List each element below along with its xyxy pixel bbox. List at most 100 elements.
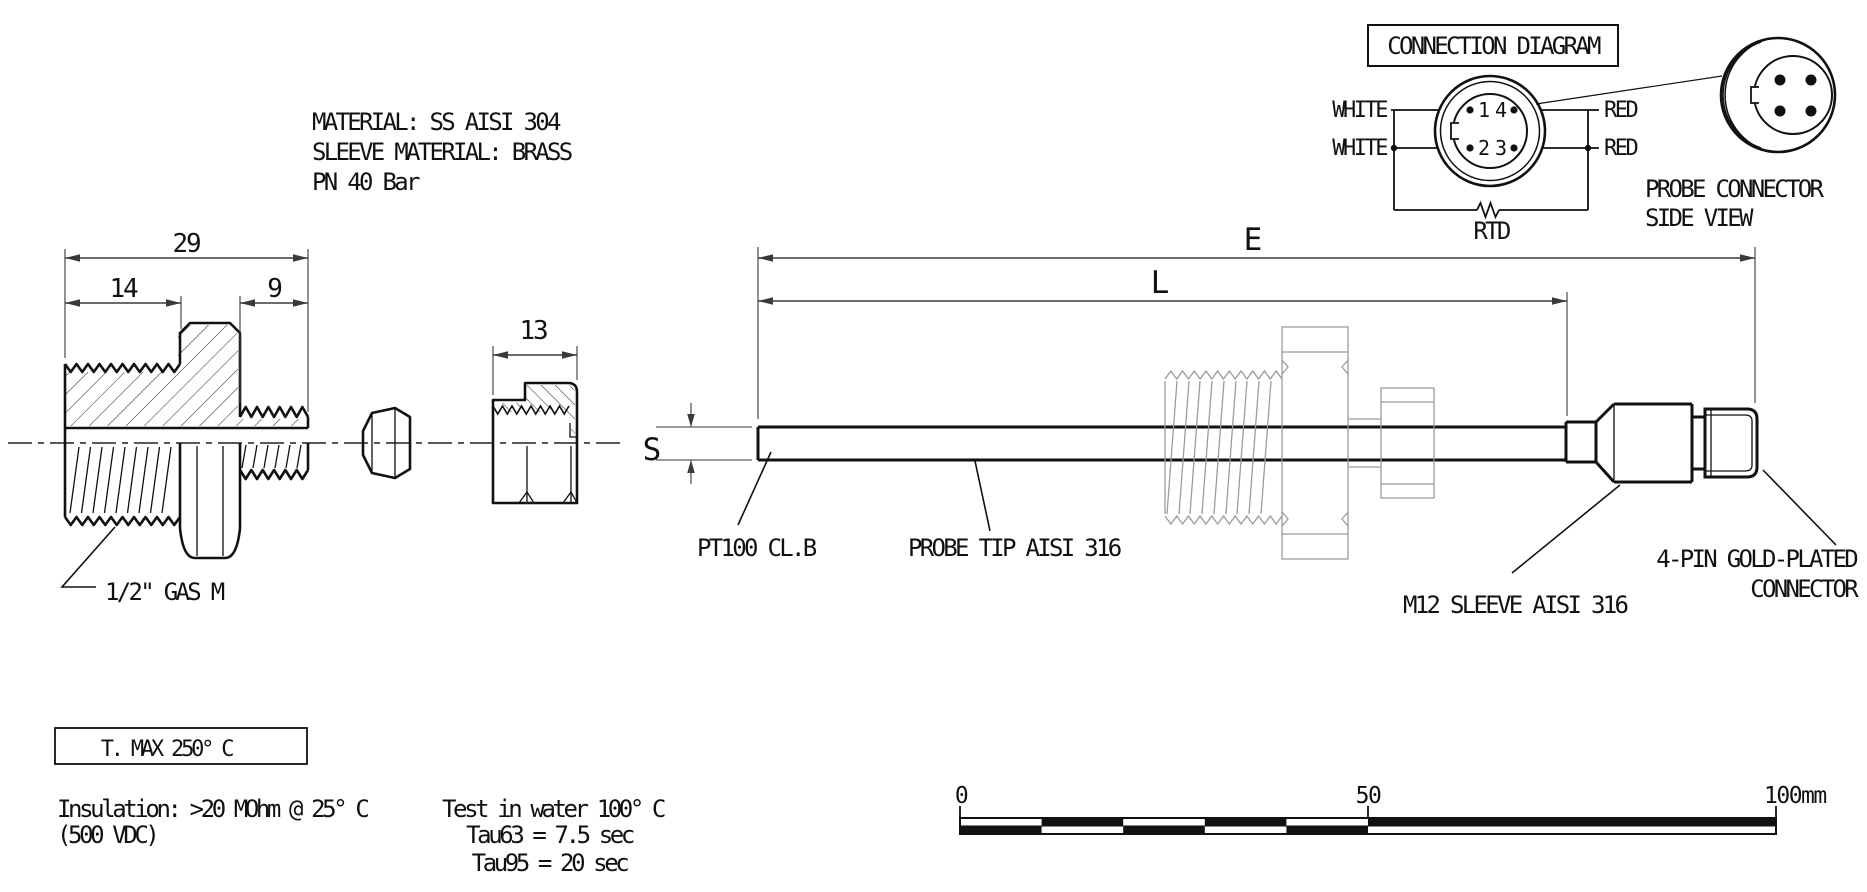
fitting-hex-bottom — [178, 443, 242, 560]
dim-S-lines — [656, 403, 752, 484]
ghost-hex-large — [1281, 326, 1349, 560]
material-note-line1: MATERIAL: SS AISI 304 — [312, 108, 561, 136]
pin-number-3: 3 — [1495, 136, 1507, 160]
sleeve-fill — [1614, 404, 1692, 482]
ferrule-outline — [361, 406, 412, 480]
stud-thread-flanks — [241, 444, 302, 469]
arrowhead — [293, 299, 308, 307]
scale-segment — [1041, 818, 1124, 826]
scale-label-0: 0 — [955, 783, 968, 809]
test-line2: Tau63 = 7.5 sec — [466, 821, 634, 849]
fitting-thread-crest-top — [63, 362, 182, 374]
insulation-line1: Insulation: >20 MOhm @ 25° C — [57, 795, 368, 823]
side-view-pin-dot — [1774, 74, 1786, 86]
arrowhead — [1740, 254, 1755, 262]
connection-diagram: CONNECTION DIAGRAM RTD 1 4 2 3 WHITE WHI… — [1332, 24, 1837, 245]
test-line3: Tau95 = 20 sec — [472, 849, 629, 877]
scale-ticks — [959, 806, 1777, 818]
ferrule-facets — [371, 408, 396, 478]
nut-top-outline — [491, 381, 579, 443]
test-line1: Test in water 100° C — [442, 795, 665, 823]
ghost-collar — [1348, 418, 1381, 468]
gas-fitting-section-view: 1/2" GAS M — [8, 321, 622, 606]
arrowhead — [1552, 297, 1567, 305]
stud-thread-crest-top — [238, 405, 310, 419]
pin-number-4: 4 — [1495, 98, 1507, 122]
fitting-thread-flanks — [69, 446, 172, 514]
connector-label-line2: CONNECTOR — [1750, 575, 1859, 603]
dim-L: L — [1151, 265, 1170, 301]
insulation-line2: (500 VDC) — [57, 821, 156, 849]
arrowhead — [240, 299, 255, 307]
arrowhead — [687, 414, 695, 427]
scale-label-50: 50 — [1356, 783, 1381, 809]
scale-segment — [960, 826, 1042, 834]
t-max-label: T. MAX 250° C — [101, 737, 234, 762]
material-notes: MATERIAL: SS AISI 304 SLEEVE MATERIAL: B… — [312, 108, 574, 196]
probe-rod — [756, 425, 1566, 462]
stud-thread-crest-bottom — [238, 468, 310, 481]
side-view-pin-dot — [1805, 105, 1817, 117]
fitting-dimensions: 29 14 9 — [64, 229, 309, 412]
fitting-thread-crest-bottom — [63, 515, 182, 527]
t-max-box — [54, 727, 308, 765]
side-view-crescent-arcs — [1722, 38, 1769, 152]
dim-14: 14 — [110, 274, 138, 304]
nut-hex-faces — [526, 446, 572, 503]
side-view-leader — [1535, 75, 1723, 105]
pin-number-1: 1 — [1478, 98, 1490, 122]
keyway-notch-icon — [1450, 122, 1459, 140]
arrowhead — [65, 299, 80, 307]
rtd-label: RTD — [1473, 217, 1509, 245]
dim-S: S — [643, 432, 662, 468]
side-view-face-circle — [1753, 55, 1833, 135]
pin-dot — [1510, 106, 1518, 114]
nut-hex-chamfers — [518, 490, 578, 504]
arrowhead — [293, 254, 308, 262]
probe-tip-label: PROBE TIP AISI 316 — [908, 534, 1121, 562]
nut-bore-step — [569, 423, 577, 438]
keyway-mask — [1447, 123, 1459, 139]
spec-block: T. MAX 250° C Insulation: >20 MOhm @ 25°… — [54, 727, 668, 877]
sleeve-taper — [1594, 402, 1616, 484]
material-note-line3: PN 40 Bar — [312, 168, 420, 196]
m12-sleeve-label: M12 SLEEVE AISI 316 — [1403, 591, 1627, 619]
scale-segment — [1204, 818, 1287, 826]
dim-13: 13 — [520, 316, 547, 346]
ghost-thread-crest-top — [1164, 369, 1283, 381]
pin-dot — [1466, 106, 1474, 114]
scale-segment — [1123, 826, 1205, 834]
scale-label-100mm: 100mm — [1764, 783, 1826, 809]
side-view-caption-line2: SIDE VIEW — [1645, 204, 1754, 232]
ghost-hex-small-chamfers — [1381, 401, 1434, 485]
wire-junction-dot — [1390, 144, 1398, 152]
wire-junction-dot — [1584, 144, 1592, 152]
probe-tip-leader — [974, 460, 991, 532]
scale-bar: 0 50 100mm — [955, 783, 1828, 835]
arrowhead — [562, 351, 577, 359]
connector-leader — [1762, 469, 1837, 546]
m12-sleeve-leader — [1511, 484, 1621, 574]
connector-neck — [1692, 415, 1705, 471]
rtd-wiring — [1391, 109, 1599, 220]
arrowhead — [758, 254, 773, 262]
scale-outline — [959, 817, 1777, 835]
pin-dot — [1510, 144, 1518, 152]
probe-rod-fill — [758, 427, 1566, 460]
pin-dot — [1466, 144, 1474, 152]
ghost-thread-flanks — [1164, 380, 1272, 515]
scale-segment — [1286, 826, 1368, 834]
fitting-hex-faces — [196, 446, 224, 556]
side-view-pin-dot — [1805, 74, 1817, 86]
ferrule-view — [361, 406, 412, 480]
nut-bottom-outline — [491, 443, 579, 505]
nut-extension-lines — [492, 346, 578, 395]
pin-number-2: 2 — [1478, 136, 1490, 160]
pt100-leader — [737, 451, 772, 526]
arrowhead — [166, 299, 181, 307]
wire-label-white-1: WHITE — [1332, 98, 1387, 123]
wire-label-red-1: RED — [1604, 98, 1637, 123]
connector-face-outer-ring — [1433, 74, 1547, 188]
side-view-keyway-mask — [1749, 87, 1759, 103]
